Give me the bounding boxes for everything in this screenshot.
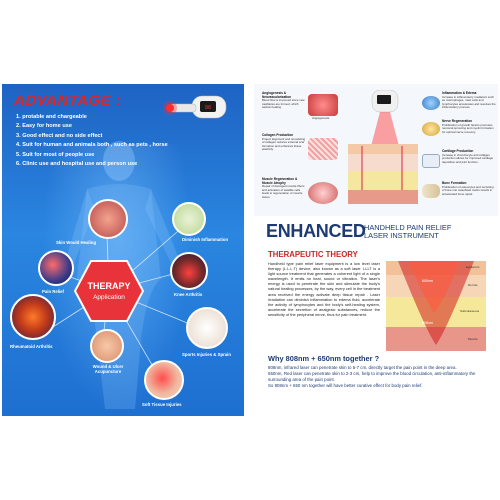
application-label: Knee Arthritis (174, 292, 203, 297)
application-label: Sports Injuries & Sprain (182, 352, 231, 357)
therapeutic-theory-text: Handheld type pain relief laser equipmen… (268, 261, 380, 317)
annotation-inflammation: Inflammation & Edema Increase in inflamm… (442, 91, 496, 109)
annotation-bone: Bone Formation Proliferation of osteocyt… (442, 181, 494, 196)
advantage-title: ADVANTAGE : (14, 92, 122, 109)
annotation-angiogenesis: Angiogenesis & Neovascularization Blood … (262, 91, 305, 109)
knee-arthritis-image (170, 252, 208, 290)
angiogenesis-label: Angiogenesis (312, 116, 330, 120)
list-item: 5. Suit for most of people use (16, 151, 95, 158)
muscle-image (308, 182, 338, 204)
nerve-image (422, 122, 440, 136)
application-label: Skin Would Healing (56, 240, 97, 245)
list-item: 6. Clinic use and hospital use and perso… (16, 161, 138, 168)
wavelength-label-650: 650nm (422, 279, 433, 283)
why-text: 808nm, infrared laser can penetrate skin… (268, 365, 494, 389)
application-label: Soft Tissue Injuries (142, 402, 182, 407)
skin-healing-image (88, 199, 128, 239)
enhanced-title: ENHANCED (266, 221, 366, 241)
advantage-list: 1. protable and chargeable 2. Easy for h… (16, 113, 168, 169)
why-title: Why 808nm + 650nm together ? (268, 354, 380, 363)
why-line: 808nm, infrared laser can penetrate skin… (268, 365, 457, 370)
healing-diagram: Angiogenesis & Neovascularization Blood … (254, 84, 498, 216)
advantage-panel: ADVANTAGE : 1. protable and chargeable 2… (2, 84, 244, 416)
penetration-depth-diagram: 650nm 808nm Epidermis Dermis Subcutaneou… (386, 261, 486, 351)
therapy-hexagon (74, 260, 144, 322)
annotation-muscle: Muscle Regeneration & Muscle Atrophy Rep… (262, 177, 305, 199)
application-label: Rheumatoid Arthritis (10, 344, 53, 349)
cartilage-image (422, 154, 440, 168)
enhanced-subtitle-line1: HANDHELD PAIN RELIEF (364, 223, 452, 232)
angiogenesis-image (308, 94, 338, 116)
bone-image (422, 184, 440, 198)
tissue-cross-section-graphic (348, 90, 418, 204)
enhanced-panel: Angiogenesis & Neovascularization Blood … (254, 84, 498, 414)
hub-subtitle: Application (93, 294, 125, 301)
annotation-cartilage: Cartilage Production Increase in chondro… (442, 149, 493, 164)
laser-device-icon: 88 (163, 95, 227, 119)
soft-tissue-image (144, 360, 184, 400)
wound-ulcer-image (90, 329, 124, 363)
wavelength-label-808: 808nm (422, 321, 433, 325)
penetration-graphic (386, 261, 486, 351)
application-label: Diminish Inflammation (182, 237, 229, 242)
list-item: 4. Suit for human and animals both , suc… (16, 142, 168, 149)
sports-injury-image (186, 307, 228, 349)
svg-text:88: 88 (205, 105, 211, 111)
list-item: 1. protable and chargeable (16, 114, 87, 120)
annotation-nerve: Nerve Regeneration Proliferation of grow… (442, 119, 494, 134)
inflammation-cell-image (422, 96, 440, 110)
layer-label: Dermis (468, 283, 478, 287)
therapeutic-theory-title: THERAPEUTIC THEORY (268, 250, 358, 259)
pain-relief-image (38, 250, 74, 286)
therapy-hub-labels: THERAPY Application (74, 259, 144, 323)
rheumatoid-arthritis-image (10, 294, 56, 340)
layer-label: Epidermis (466, 265, 480, 269)
application-label: Pain Relief (42, 289, 64, 294)
why-line: 650nm, Red laser can penetrate skin to 2… (268, 371, 476, 382)
collagen-image (308, 138, 338, 160)
layer-label: Muscle (468, 337, 478, 341)
hub-title: THERAPY (87, 281, 131, 291)
inflammation-image (172, 202, 206, 236)
layer-label: Subcutaneous (460, 309, 480, 313)
application-label: Wound & Ulcer Acupuncture (92, 364, 124, 374)
annotation-collagen: Collagen Production Project alignment an… (262, 133, 306, 151)
list-item: 3. Good effect and no side effect (16, 132, 103, 139)
why-line: So 808nm + 650 nm together will have bet… (268, 383, 423, 388)
enhanced-subtitle-line2: LASER INSTRUMENT (364, 231, 439, 240)
list-item: 2. Easy for home use (16, 123, 72, 130)
